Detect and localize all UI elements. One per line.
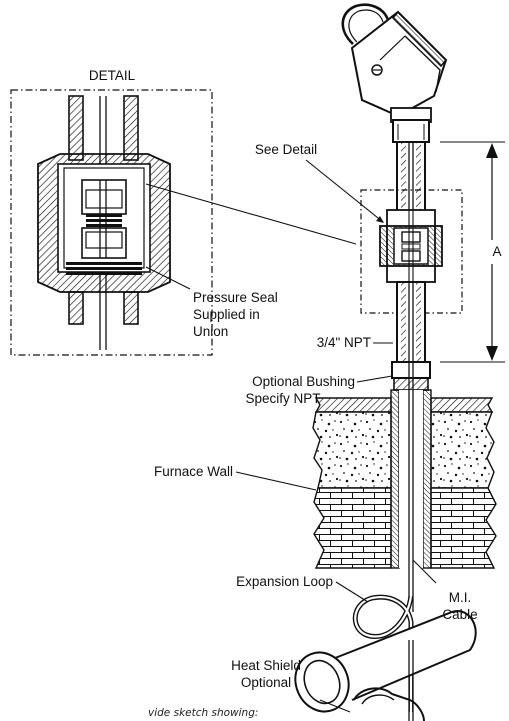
- pressure-seal-label-1: Pressure Seal: [193, 290, 278, 305]
- heat-shield-label-1: Heat Shield: [231, 658, 301, 673]
- expansion-loop-label: Expansion Loop: [236, 574, 333, 589]
- bushing-label-1: Optional Bushing: [252, 374, 355, 389]
- furnace-wall-label: Furnace Wall: [154, 464, 233, 479]
- mi-cable-label-2: Cable: [442, 607, 477, 622]
- detail-frame: [10, 89, 213, 356]
- heat-shield: [294, 610, 477, 721]
- connection-head: [341, 3, 448, 143]
- union-fitting: [379, 209, 443, 283]
- pressure-seal-label-3: Union: [193, 324, 228, 339]
- see-detail-label: See Detail: [255, 142, 317, 157]
- bushing-label-2: Specify NPT: [245, 391, 320, 406]
- dimension-a-label: A: [492, 244, 501, 259]
- detail-title: DETAIL: [89, 68, 136, 83]
- npt-label: 3/4" NPT: [317, 335, 371, 350]
- dimension-a: [440, 141, 505, 363]
- mi-cable-label-1: M.I.: [449, 590, 472, 605]
- pressure-seal-label-2: Supplied in: [193, 307, 260, 322]
- mi-cable: [352, 362, 414, 712]
- bushing: [391, 361, 431, 391]
- leader-lines: [145, 159, 437, 713]
- heat-shield-label-2: Optional: [241, 675, 291, 690]
- seal-threads: [86, 214, 122, 227]
- lower-nipple: [396, 281, 426, 363]
- footnote-text: vide sketch showing:: [148, 707, 258, 719]
- furnace-wall: [312, 389, 497, 569]
- detail-union-enlarged: [37, 95, 171, 350]
